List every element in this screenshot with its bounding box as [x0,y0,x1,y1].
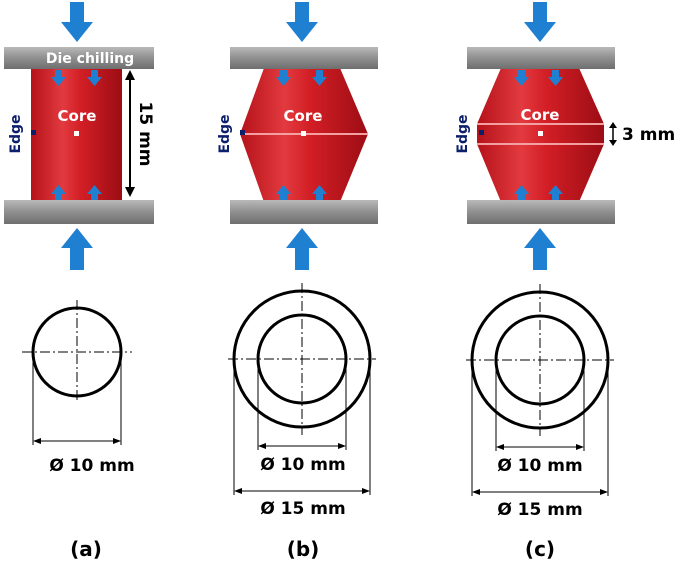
bottom-load-arrow [524,228,556,270]
panel-c: Core Edge 3 mm Ø 10 mm Ø 15 mm (c) [455,2,675,561]
band-thickness-label: 3 mm [622,125,675,145]
core-marker [538,131,543,136]
top-die-plate [230,47,378,69]
die-chill-arrows [514,70,563,200]
core-label: Core [58,107,97,125]
edge-marker [479,130,484,135]
die-chill-arrows [51,70,102,200]
die-chilling-label: Die chilling [46,51,134,67]
panel-a: Die chilling Core Edge 15 mm [4,2,155,561]
top-load-arrow [524,2,556,42]
edge-label: Edge [8,114,24,153]
height-dimension [125,70,135,197]
height-label: 15 mm [135,101,155,166]
top-die-plate [4,47,154,69]
panel-caption-a: (a) [70,537,102,561]
core-marker [301,131,306,136]
cross-section-a [22,300,132,445]
diameter-label-15: Ø 15 mm [497,500,582,520]
core-label: Core [521,106,560,124]
edge-marker [31,130,36,135]
cross-section-c [466,284,614,496]
bottom-die-plate [467,200,615,224]
panel-caption-b: (b) [287,537,320,561]
bottom-load-arrow [61,228,93,270]
diameter-label-10: Ø 10 mm [260,455,345,475]
bottom-die-plate [230,200,378,224]
core-label: Core [284,107,323,125]
panel-caption-c: (c) [525,537,555,561]
edge-label: Edge [217,114,233,153]
edge-label: Edge [455,114,471,153]
die-chill-arrows [276,70,327,200]
top-load-arrow [286,2,318,42]
core-marker [74,131,79,136]
top-load-arrow [61,2,93,42]
bottom-load-arrow [286,228,318,270]
band-dimension [609,122,617,146]
edge-marker [240,130,245,135]
panel-b: Core Edge Ø 10 mm Ø 15 mm (b) [217,2,378,561]
diameter-label-10: Ø 10 mm [497,456,582,476]
top-die-plate [467,47,615,69]
bottom-die-plate [4,200,154,224]
cross-section-b [228,283,376,495]
diameter-label-10: Ø 10 mm [49,456,134,476]
diameter-label-15: Ø 15 mm [260,499,345,519]
